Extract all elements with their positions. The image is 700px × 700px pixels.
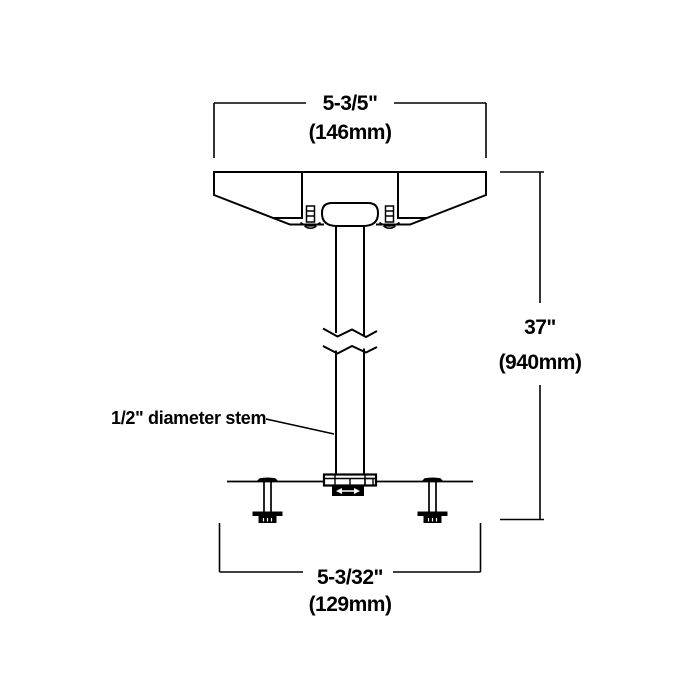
anchor-bolt-right-head [421, 477, 444, 482]
stem-label-text: 1/2" diameter stem [111, 408, 266, 428]
break-zigzag-upper [322, 327, 378, 339]
dimension-top-imperial-text: 5-3/5" [323, 92, 378, 115]
anchor-bolt-left-head [256, 477, 279, 482]
canopy-bolt-left-washer [300, 221, 321, 229]
stem [335, 225, 365, 476]
anchor-bolt-left [252, 477, 283, 523]
stem-lock-nut-arrowheads [336, 488, 360, 494]
canopy-bolt-left-threads [306, 210, 315, 217]
dimension-right [500, 171, 544, 521]
canopy-bolt-right-body [384, 205, 395, 223]
break-symbol [322, 327, 378, 355]
dimension-top [213, 102, 487, 158]
canopy-inner-wall-left [272, 171, 303, 219]
anchor-bolt-right-washer [417, 511, 448, 516]
canopy-dome [321, 202, 379, 227]
stem-lock-nut [332, 485, 364, 496]
dimension-right-metric-text: (940mm) [499, 351, 582, 374]
canopy-bolt-left [300, 205, 321, 229]
anchor-bolt-left-nut-marks [262, 518, 273, 522]
canopy-bracket [213, 171, 487, 226]
stem-flange [322, 473, 378, 487]
break-zigzag-lower [322, 344, 378, 355]
anchor-bolt-left-washer [252, 511, 283, 516]
dimension-bottom [218, 523, 482, 573]
canopy-left-edge [213, 171, 324, 226]
dimension-top-metric-text: (146mm) [309, 121, 392, 144]
anchor-bolt-right-shaft [428, 481, 437, 512]
dimension-bottom-metric-text: (129mm) [309, 593, 392, 616]
stem-flange-tab [364, 477, 374, 487]
anchor-bolt-left-shaft [263, 481, 272, 512]
anchor-bolt-right [417, 477, 448, 523]
canopy-bolt-right-threads [385, 210, 394, 217]
canopy-bolt-right-washer [379, 221, 400, 229]
canopy-right-edge [376, 171, 487, 226]
canopy-bolt-left-body [305, 205, 316, 223]
canopy-bolt-right [379, 205, 400, 229]
anchor-bolt-right-nut-marks [427, 518, 438, 522]
dimension-right-imperial-text: 37" [524, 316, 556, 339]
stem-leader-line [265, 418, 335, 435]
canopy-inner-wall-right [397, 171, 428, 219]
dimension-bottom-imperial-text: 5-3/32" [317, 566, 383, 589]
